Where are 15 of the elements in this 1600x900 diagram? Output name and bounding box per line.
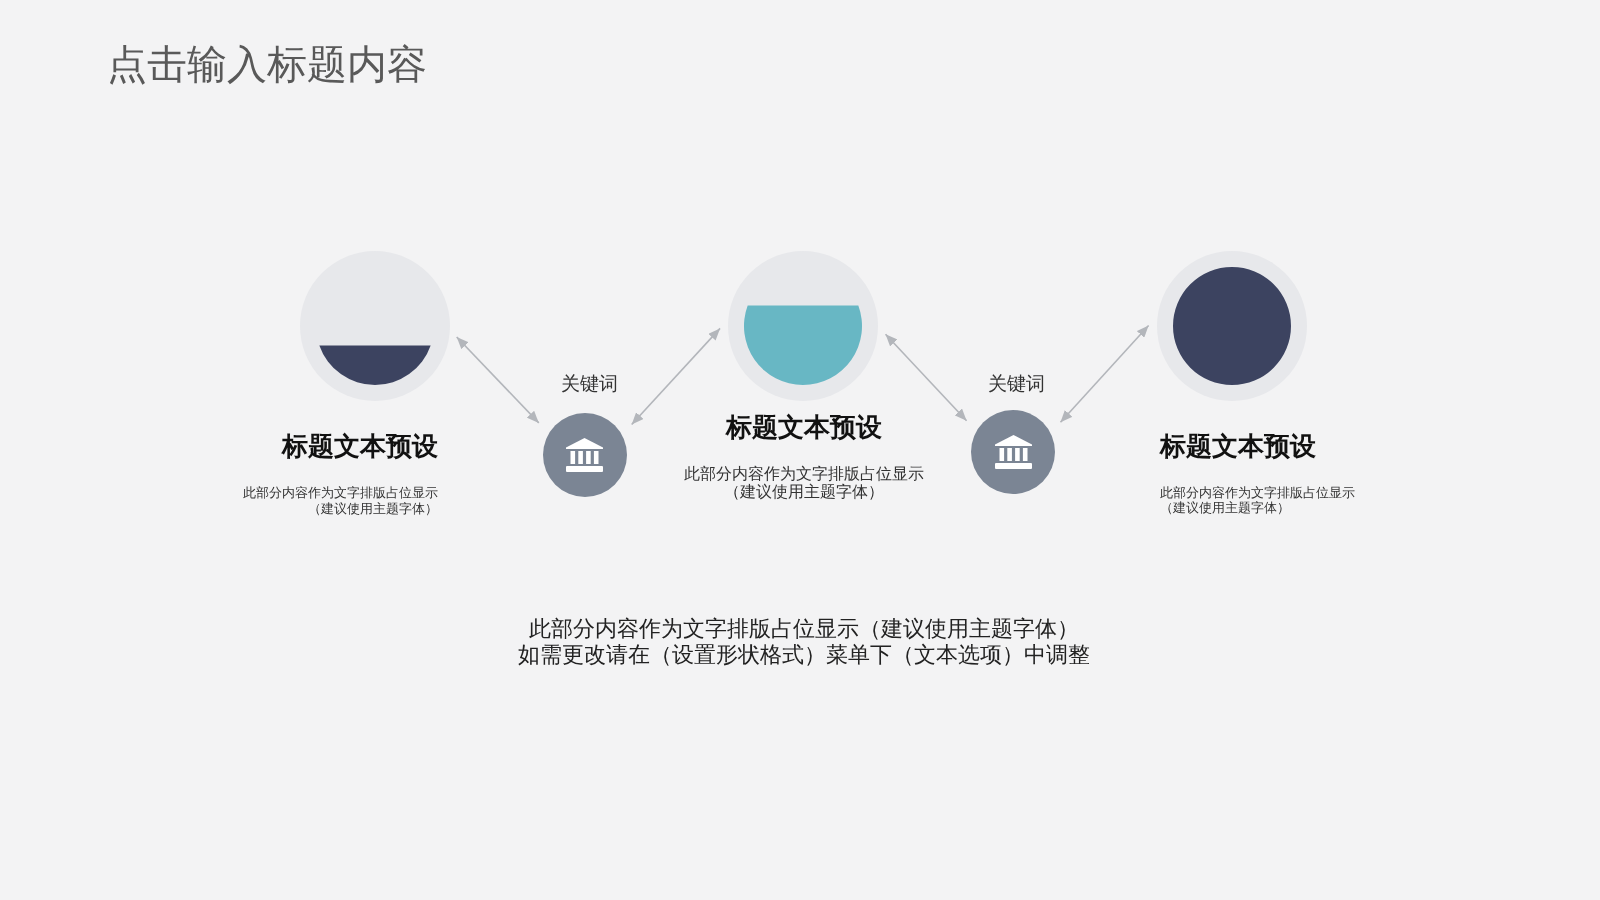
circle-heading: 标题文本预设 bbox=[282, 430, 438, 463]
instruction-text: 如需更改请在（设置形状格式）菜单下（文本选项）中调整 bbox=[518, 642, 1090, 668]
slide-title: 点击输入标题内容 bbox=[107, 40, 427, 88]
instruction-text: 此部分内容作为文字排版占位显示（建议使用主题字体） bbox=[529, 616, 1079, 642]
double-arrow bbox=[455, 336, 540, 424]
double-arrow bbox=[1059, 324, 1150, 424]
double-arrow bbox=[630, 327, 721, 426]
circle-heading: 标题文本预设 bbox=[726, 410, 882, 444]
keyword-label: 关键词 bbox=[987, 371, 1045, 396]
circle-description: 此部分内容作为文字排版占位显示（建议使用主题字体） bbox=[683, 464, 925, 502]
circle-description: 此部分内容作为文字排版占位显示（建议使用主题字体） bbox=[1160, 484, 1356, 516]
circle-heading: 标题文本预设 bbox=[1160, 430, 1316, 463]
circle-description: 此部分内容作为文字排版占位显示（建议使用主题字体） bbox=[242, 485, 438, 517]
keyword-label: 关键词 bbox=[560, 371, 618, 396]
double-arrow bbox=[884, 333, 968, 422]
